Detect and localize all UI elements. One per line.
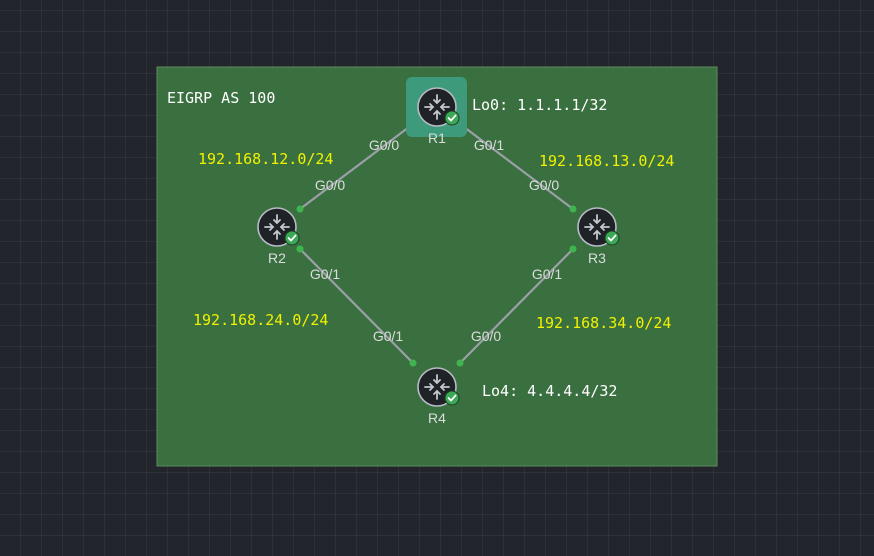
link-endpoint-r3-g0-0[interactable]: [569, 205, 577, 213]
link-r1-r2[interactable]: [298, 122, 415, 211]
interface-label-r3-g0-0: G0/0: [529, 177, 560, 193]
interface-label-r1-g0-1: G0/1: [474, 137, 505, 153]
link-endpoint-r4-g0-0[interactable]: [456, 359, 464, 367]
node-label-r2: R2: [268, 250, 286, 266]
node-label-r4: R4: [428, 410, 446, 426]
subnet-label-r1-r3: 192.168.13.0/24: [539, 152, 674, 170]
subnet-label-r2-r4: 192.168.24.0/24: [193, 311, 328, 329]
subnet-label-r1-r2: 192.168.12.0/24: [198, 150, 333, 168]
interface-label-r4-g0-1: G0/1: [373, 328, 404, 344]
link-endpoint-r2-g0-1[interactable]: [296, 245, 304, 253]
area-title: EIGRP AS 100: [167, 89, 275, 107]
status-check-icon: [444, 110, 460, 126]
interface-label-r3-g0-1: G0/1: [532, 266, 563, 282]
link-endpoint-r4-g0-1[interactable]: [409, 359, 417, 367]
link-r2-r4[interactable]: [298, 247, 415, 365]
node-label-r3: R3: [588, 250, 606, 266]
status-check-icon: [284, 230, 300, 246]
interface-label-r2-g0-1: G0/1: [310, 266, 341, 282]
subnet-label-r3-r4: 192.168.34.0/24: [536, 314, 671, 332]
node-r1[interactable]: R1: [406, 77, 467, 146]
loopback-label-r1: Lo0: 1.1.1.1/32: [472, 96, 607, 114]
node-r4[interactable]: R4: [417, 367, 460, 426]
status-check-icon: [444, 390, 460, 406]
link-endpoint-r3-g0-1[interactable]: [569, 245, 577, 253]
loopback-label-r4: Lo4: 4.4.4.4/32: [482, 382, 617, 400]
node-label-r1: R1: [428, 130, 446, 146]
interface-label-r1-g0-0: G0/0: [369, 137, 400, 153]
link-r3-r4[interactable]: [458, 247, 575, 365]
node-r3[interactable]: R3: [577, 207, 620, 266]
link-r1-r3[interactable]: [458, 122, 575, 211]
interface-label-r4-g0-0: G0/0: [471, 328, 502, 344]
status-check-icon: [604, 230, 620, 246]
node-r2[interactable]: R2: [257, 207, 300, 266]
interface-label-r2-g0-0: G0/0: [315, 177, 346, 193]
link-endpoint-r2-g0-0[interactable]: [296, 205, 304, 213]
